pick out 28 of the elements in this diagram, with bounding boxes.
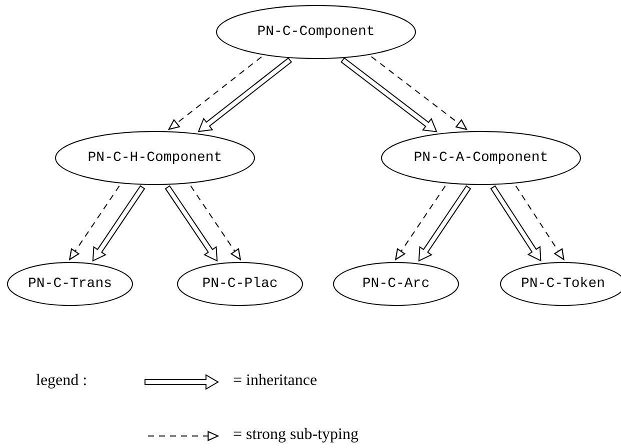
double-line-arrow [198,57,292,132]
class-name: PN-C-Component [257,24,375,40]
class-name: PN-C-A-Component [414,150,548,166]
class-ellipse [381,131,581,185]
dashed-arrow [370,56,468,130]
legend-text: = inheritance [233,372,318,390]
class-ellipse [177,262,303,306]
class-ellipse [333,262,459,306]
double-line-arrow [490,185,542,262]
class-ellipse [7,262,133,306]
class-name: PN-C-Arc [362,276,430,292]
class-name: PN-C-H-Component [88,150,222,166]
legend-text: = strong sub-typing [233,426,358,444]
dashed-arrow [190,185,241,260]
double-line-arrow [418,185,472,262]
dashed-arrow [168,56,262,130]
class-name: PN-C-Token [520,276,605,292]
class-ellipse [216,5,416,59]
dashed-arrow [515,185,564,260]
legend-heading: legend : [36,372,88,390]
double-line-arrow [340,57,438,132]
class-ellipse [55,131,255,185]
class-name: PN-C-Plac [202,276,278,292]
dashed-arrow [395,185,446,260]
class-name: PN-C-Trans [28,276,112,292]
double-line-arrow [92,185,146,262]
dashed-arrow [69,185,120,260]
double-line-arrow [164,185,218,262]
